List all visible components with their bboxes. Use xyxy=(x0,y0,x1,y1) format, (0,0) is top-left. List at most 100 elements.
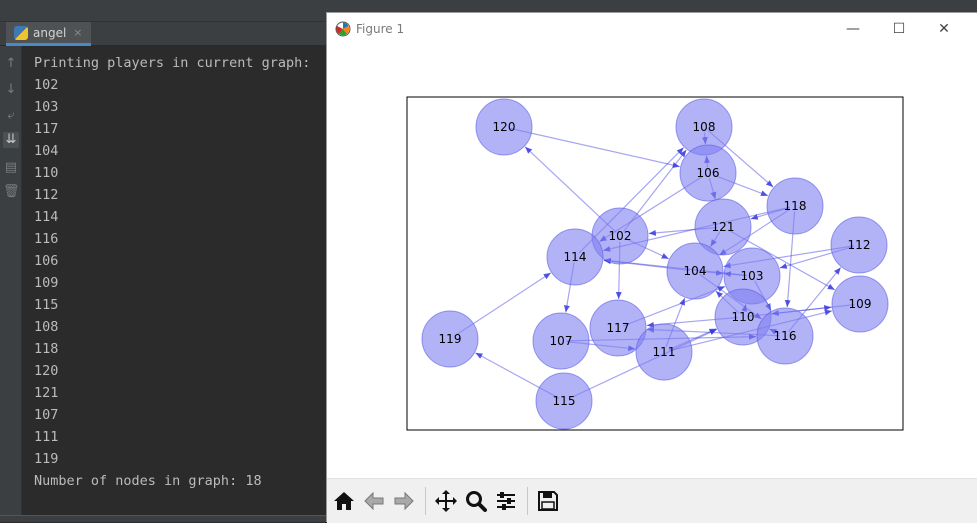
arrow-left-icon xyxy=(364,491,384,511)
scroll-to-end-icon[interactable]: ⇊ xyxy=(3,132,19,148)
console-line: 119 xyxy=(34,451,59,467)
graph-node-119: 119 xyxy=(421,310,479,368)
node-label: 104 xyxy=(684,264,707,278)
console-line: 106 xyxy=(34,253,59,269)
node-label: 118 xyxy=(784,199,807,213)
console-line: Printing players in current graph: xyxy=(34,55,311,71)
graph-node-102: 102 xyxy=(591,207,649,265)
floppy-disk-icon xyxy=(538,491,558,511)
console-line: 109 xyxy=(34,275,59,291)
node-label: 103 xyxy=(741,269,764,283)
console-line: 118 xyxy=(34,341,59,357)
graph-node-107: 107 xyxy=(532,312,590,370)
node-circle xyxy=(546,228,604,286)
home-button[interactable] xyxy=(329,486,359,516)
console-line: 117 xyxy=(34,121,59,137)
node-label: 119 xyxy=(439,332,462,346)
console-output: Printing players in current graph: 102 103… xyxy=(22,46,327,516)
configure-subplots-button[interactable] xyxy=(491,486,521,516)
pan-button[interactable] xyxy=(431,486,461,516)
back-button[interactable] xyxy=(359,486,389,516)
console-line: 107 xyxy=(34,407,59,423)
zoom-button[interactable] xyxy=(461,486,491,516)
trash-icon[interactable]: 🗑 xyxy=(3,184,20,199)
console-line: 103 xyxy=(34,99,59,115)
graph-node-120: 120 xyxy=(475,98,533,156)
console-line: 116 xyxy=(34,231,59,247)
close-tab-icon[interactable]: × xyxy=(73,26,83,39)
figure-window: Figure 1 — ☐ ✕ 120 108 106 118 121 102 112 114 1… xyxy=(326,12,977,523)
matplotlib-logo-icon xyxy=(335,21,351,37)
forward-button[interactable] xyxy=(389,486,419,516)
toolbar-divider xyxy=(527,487,528,515)
home-icon xyxy=(334,492,354,510)
save-button[interactable] xyxy=(533,486,563,516)
arrow-right-icon xyxy=(394,491,414,511)
graph-node-114: 114 xyxy=(546,228,604,286)
node-label: 116 xyxy=(774,329,797,343)
node-circle xyxy=(830,216,888,274)
figure-toolbar xyxy=(327,478,977,523)
graph-node-121: 121 xyxy=(694,198,752,256)
console-line: 121 xyxy=(34,385,59,401)
node-label: 108 xyxy=(693,120,716,134)
node-circle xyxy=(421,310,479,368)
figure-title: Figure 1 xyxy=(356,22,405,36)
console-line: Number of nodes in graph: 18 xyxy=(34,473,262,489)
maximize-button[interactable]: ☐ xyxy=(892,21,906,37)
run-tab-angel[interactable]: angel × xyxy=(6,22,91,46)
console-line: 110 xyxy=(34,165,59,181)
node-label: 115 xyxy=(553,394,576,408)
magnifier-icon xyxy=(466,491,487,512)
graph-edge-120-106 xyxy=(509,127,680,169)
console-line: 115 xyxy=(34,297,59,313)
node-label: 117 xyxy=(607,321,630,335)
python-icon xyxy=(14,25,28,40)
print-icon[interactable]: ▤ xyxy=(4,160,18,175)
console-line: 111 xyxy=(34,429,59,445)
graph-node-104: 104 xyxy=(666,242,724,300)
run-tool-gutter: ↑ ↓ ⤶ ⇊ ▤ 🗑 xyxy=(0,46,22,516)
console-line: 108 xyxy=(34,319,59,335)
node-label: 102 xyxy=(609,229,632,243)
sliders-icon xyxy=(497,492,515,510)
minimize-button[interactable]: — xyxy=(846,21,860,37)
node-label: 106 xyxy=(697,166,720,180)
arrow-down-icon[interactable]: ↓ xyxy=(5,82,17,97)
arrow-up-icon[interactable]: ↑ xyxy=(5,56,17,71)
node-circle xyxy=(831,275,889,333)
node-circle xyxy=(694,198,752,256)
node-circle xyxy=(535,372,593,430)
graph-node-116: 116 xyxy=(756,307,814,365)
graph-node-109: 109 xyxy=(831,275,889,333)
soft-wrap-icon[interactable]: ⤶ xyxy=(7,108,15,123)
console-line: 114 xyxy=(34,209,59,225)
console-line: 104 xyxy=(34,143,59,159)
node-circle xyxy=(589,299,647,357)
console-line: 102 xyxy=(34,77,59,93)
graph-node-117: 117 xyxy=(589,299,647,357)
node-label: 114 xyxy=(564,250,587,264)
graph-node-112: 112 xyxy=(830,216,888,274)
toolbar-divider xyxy=(425,487,426,515)
figure-titlebar: Figure 1 — ☐ ✕ xyxy=(327,13,977,45)
node-circle xyxy=(635,323,693,381)
node-circle xyxy=(475,98,533,156)
axes-frame xyxy=(406,96,904,431)
node-label: 120 xyxy=(493,120,516,134)
close-button[interactable]: ✕ xyxy=(938,21,950,37)
node-label: 121 xyxy=(712,220,735,234)
console-line: 120 xyxy=(34,363,59,379)
console-line: 112 xyxy=(34,187,59,203)
run-tab-label: angel xyxy=(33,25,67,40)
graph-node-115: 115 xyxy=(535,372,593,430)
graph-node-106: 106 xyxy=(679,144,737,202)
move-icon xyxy=(435,490,457,512)
graph-node-111: 111 xyxy=(635,323,693,381)
node-label: 109 xyxy=(849,297,872,311)
graph-node-118: 118 xyxy=(766,177,824,235)
node-circle xyxy=(532,312,590,370)
